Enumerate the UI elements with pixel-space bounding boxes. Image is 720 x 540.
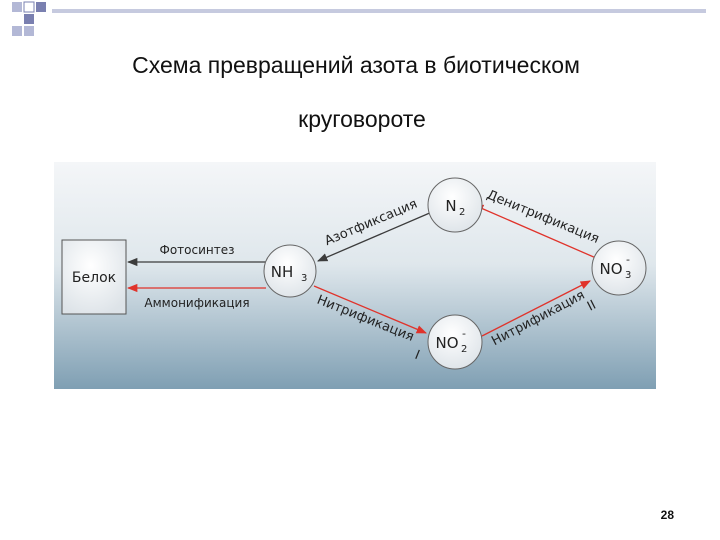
ammonification-label: Аммонификация (144, 296, 249, 310)
n2-node: N 2 (427, 177, 483, 233)
no3-subscript: 3 (625, 270, 631, 281)
n2-subscript: 2 (459, 207, 465, 218)
no2-node: NO 2 - (427, 314, 483, 370)
corner-square (23, 1, 35, 13)
nitrification-1-arrow (313, 285, 427, 334)
no3-node: NO 3 - (591, 240, 647, 296)
nh3-node: NH 3 (263, 244, 317, 298)
corner-square (12, 2, 22, 12)
nitrification-1-numeral: I (413, 348, 422, 363)
photosynthesis-label: Фотосинтез (160, 243, 235, 257)
no3-superscript: - (626, 253, 630, 266)
corner-square (12, 26, 22, 36)
page-number: 28 (660, 508, 674, 522)
corner-square (36, 2, 46, 12)
diagram-background (54, 162, 656, 389)
protein-box (61, 239, 127, 315)
no3-label: NO (599, 260, 622, 278)
n2-label: N (445, 197, 456, 215)
nh3-subscript: 3 (301, 273, 307, 284)
denitrification-arrow (473, 204, 597, 259)
corner-decoration (12, 1, 706, 36)
no2-subscript: 2 (461, 344, 467, 355)
no2-label: NO (435, 334, 458, 352)
corner-square (24, 14, 34, 24)
title-rule (52, 9, 706, 13)
slide-title-line-1: Схема превращений азота в биотическом (132, 52, 580, 78)
nitrification-2-arrow (481, 280, 591, 337)
corner-square (24, 26, 34, 36)
no2-superscript: - (462, 327, 466, 340)
nitrogen-cycle-diagram: Белок Фотосинтез Аммонификация Азотфикса… (54, 162, 656, 389)
nitrogen-fixation-arrow (317, 211, 433, 262)
slide-title-line-2: круговороте (298, 106, 426, 132)
protein-label: Белок (72, 270, 116, 286)
nh3-label: NH (271, 263, 294, 281)
